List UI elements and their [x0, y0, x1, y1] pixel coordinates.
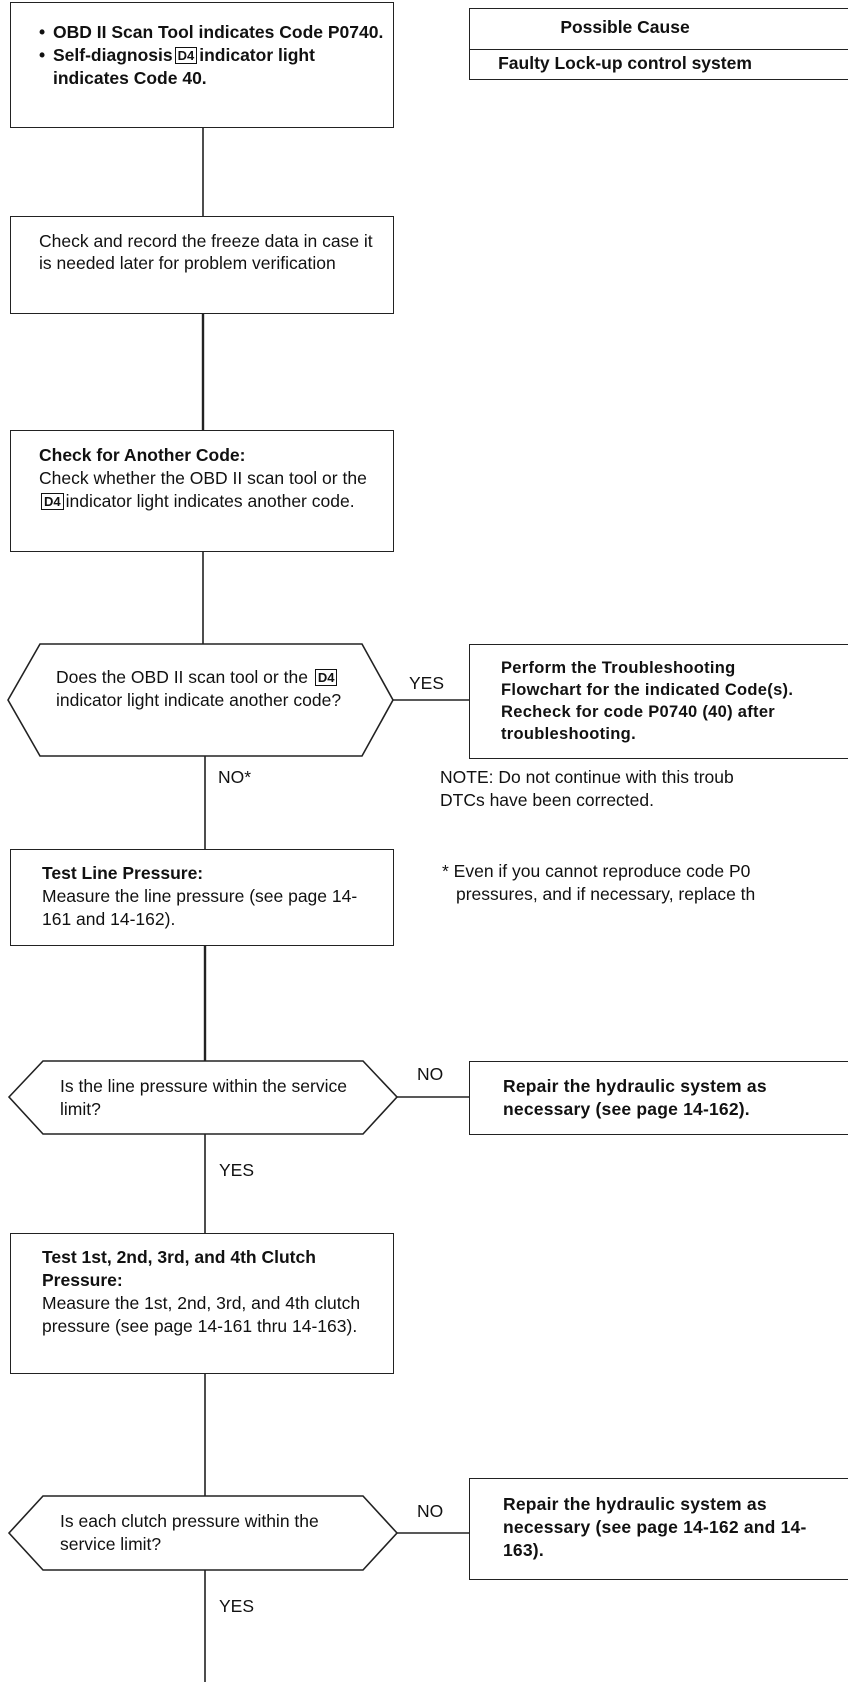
action-repair-2: Repair the hydraulic system as necessary… [469, 1478, 848, 1580]
action-troubleshoot: Perform the Troubleshooting Flowchart fo… [469, 644, 848, 759]
decision-line-pressure-no: NO [417, 1064, 444, 1084]
d4-indicator-icon: D4 [314, 669, 338, 686]
decision-clutch-pressure-no: NO [417, 1501, 444, 1521]
decision-another-code-text: Does the OBD II scan tool or the D4indic… [56, 667, 342, 710]
action-troubleshoot-text: Perform the Troubleshooting Flowchart fo… [501, 659, 794, 743]
step-another-code-title: Check for Another Code: [39, 445, 246, 465]
action-repair-1: Repair the hydraulic system as necessary… [469, 1061, 848, 1135]
start-box: OBD II Scan Tool indicates Code P0740. S… [10, 2, 394, 128]
d4-indicator-icon: D4 [41, 493, 64, 510]
decision-shape-clutch-pressure [7, 1495, 399, 1571]
step-clutch-pressure-title: Test 1st, 2nd, 3rd, and 4th Clutch Press… [42, 1247, 316, 1290]
decision-shape-another-code [7, 643, 394, 757]
action-repair-2-text: Repair the hydraulic system as necessary… [503, 1494, 807, 1560]
step-line-pressure-title: Test Line Pressure: [42, 863, 204, 883]
step-line-pressure-text: Measure the line pressure (see page 14-1… [42, 886, 358, 929]
decision-shape-line-pressure [7, 1060, 399, 1135]
decision-line-pressure-yes: YES [219, 1160, 255, 1180]
step-freeze-text: Check and record the freeze data in case… [39, 231, 373, 273]
step-line-pressure: Test Line Pressure: Measure the line pre… [10, 849, 394, 946]
decision-clutch-pressure-yes: YES [219, 1596, 255, 1616]
start-bullet-code: OBD II Scan Tool indicates Code P0740. [37, 21, 387, 44]
step-clutch-pressure: Test 1st, 2nd, 3rd, and 4th Clutch Press… [10, 1233, 394, 1374]
decision-another-code-no: NO* [218, 767, 252, 787]
step-clutch-pressure-text: Measure the 1st, 2nd, 3rd, and 4th clutc… [42, 1293, 361, 1336]
d4-indicator-icon: D4 [174, 47, 198, 64]
note-text: NOTE: Do not continue with this troub DT… [440, 767, 734, 810]
decision-another-code-yes: YES [409, 673, 445, 693]
action-repair-1-text: Repair the hydraulic system as necessary… [503, 1076, 767, 1119]
step-freeze-data: Check and record the freeze data in case… [10, 216, 394, 314]
decision-clutch-pressure-text: Is each clutch pressure within the servi… [60, 1511, 319, 1554]
footnote-text: * Even if you cannot reproduce code P0 p… [442, 861, 756, 904]
possible-cause-header: Possible Cause [560, 17, 690, 37]
possible-cause-table: Possible Cause Faulty Lock-up control sy… [469, 8, 848, 80]
step-another-code-text: Check whether the OBD II scan tool or th… [39, 468, 367, 488]
possible-cause-value: Faulty Lock-up control system [498, 53, 752, 73]
step-another-code: Check for Another Code: Check whether th… [10, 430, 394, 552]
decision-line-pressure-text: Is the line pressure within the service … [60, 1076, 347, 1119]
